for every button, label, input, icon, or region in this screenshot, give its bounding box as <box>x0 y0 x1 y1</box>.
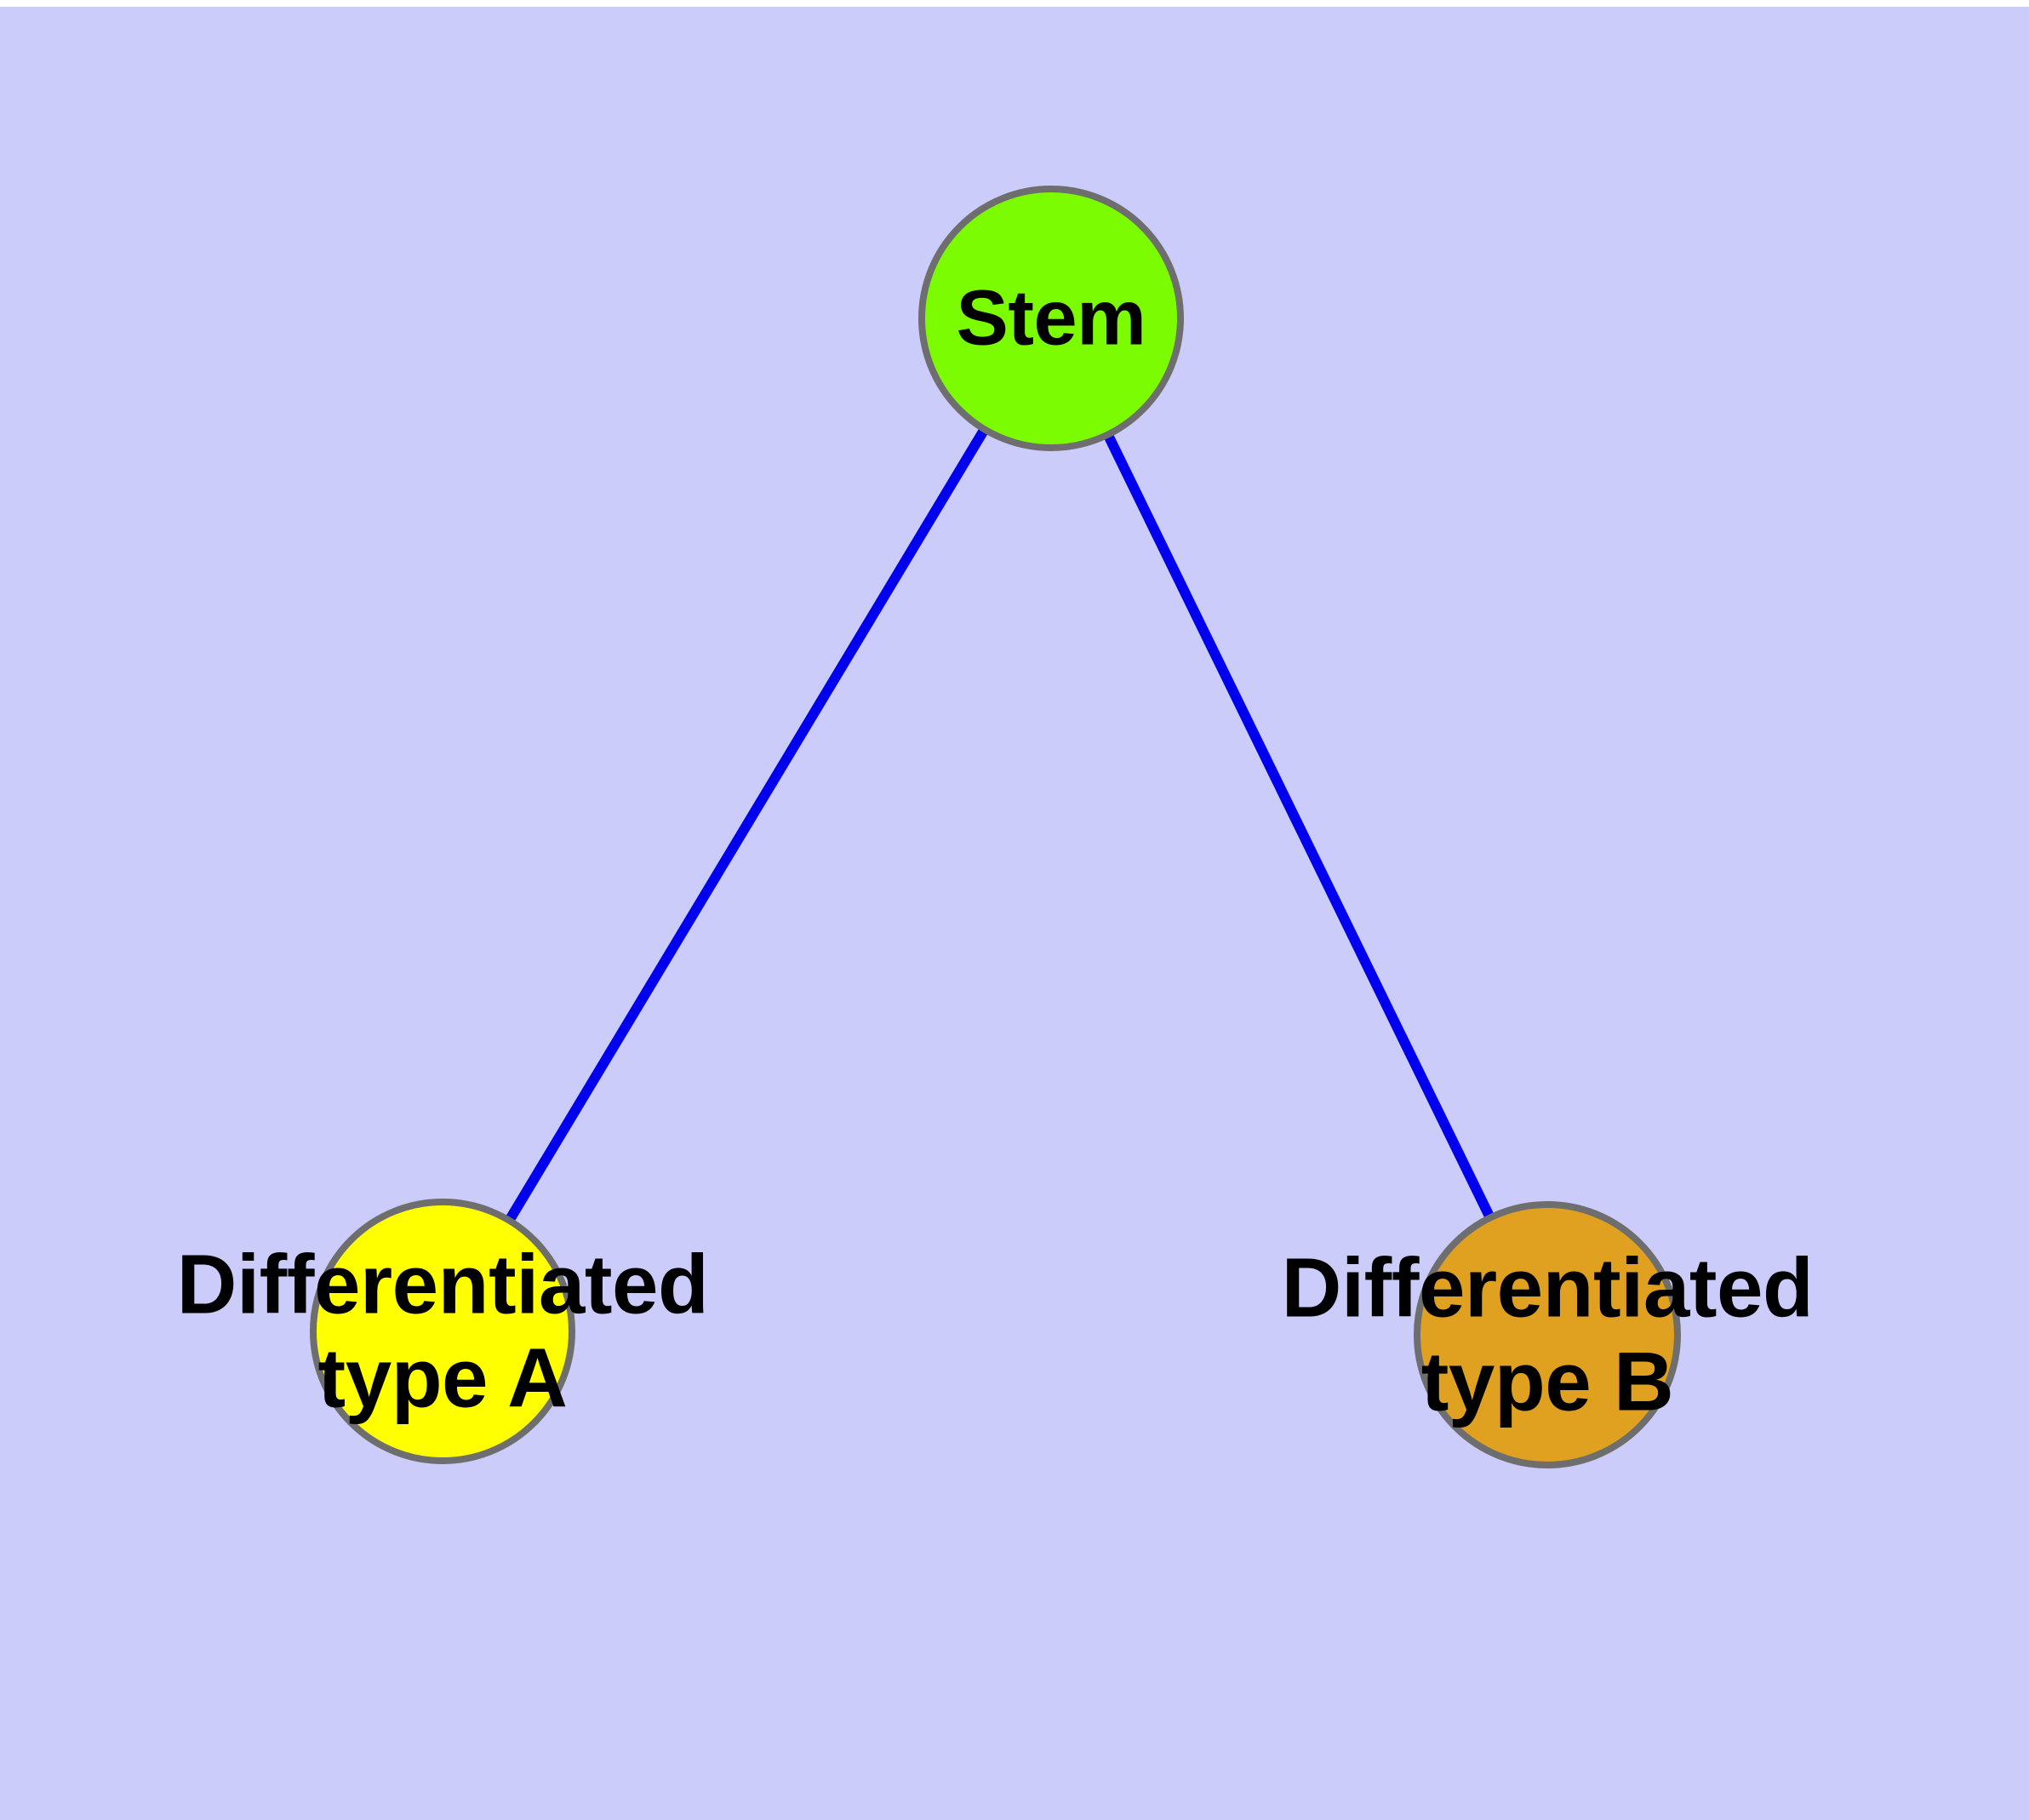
edge-layer <box>506 427 1495 1222</box>
graph-edge-stem-to-diff_a <box>506 427 988 1222</box>
graph-node-diff_b[interactable] <box>1414 1201 1681 1468</box>
graph-node-stem[interactable] <box>918 186 1184 451</box>
node-layer <box>310 186 1681 1468</box>
graph-node-diff_a[interactable] <box>310 1199 575 1464</box>
graph-edge-stem-to-diff_b <box>1104 433 1495 1219</box>
